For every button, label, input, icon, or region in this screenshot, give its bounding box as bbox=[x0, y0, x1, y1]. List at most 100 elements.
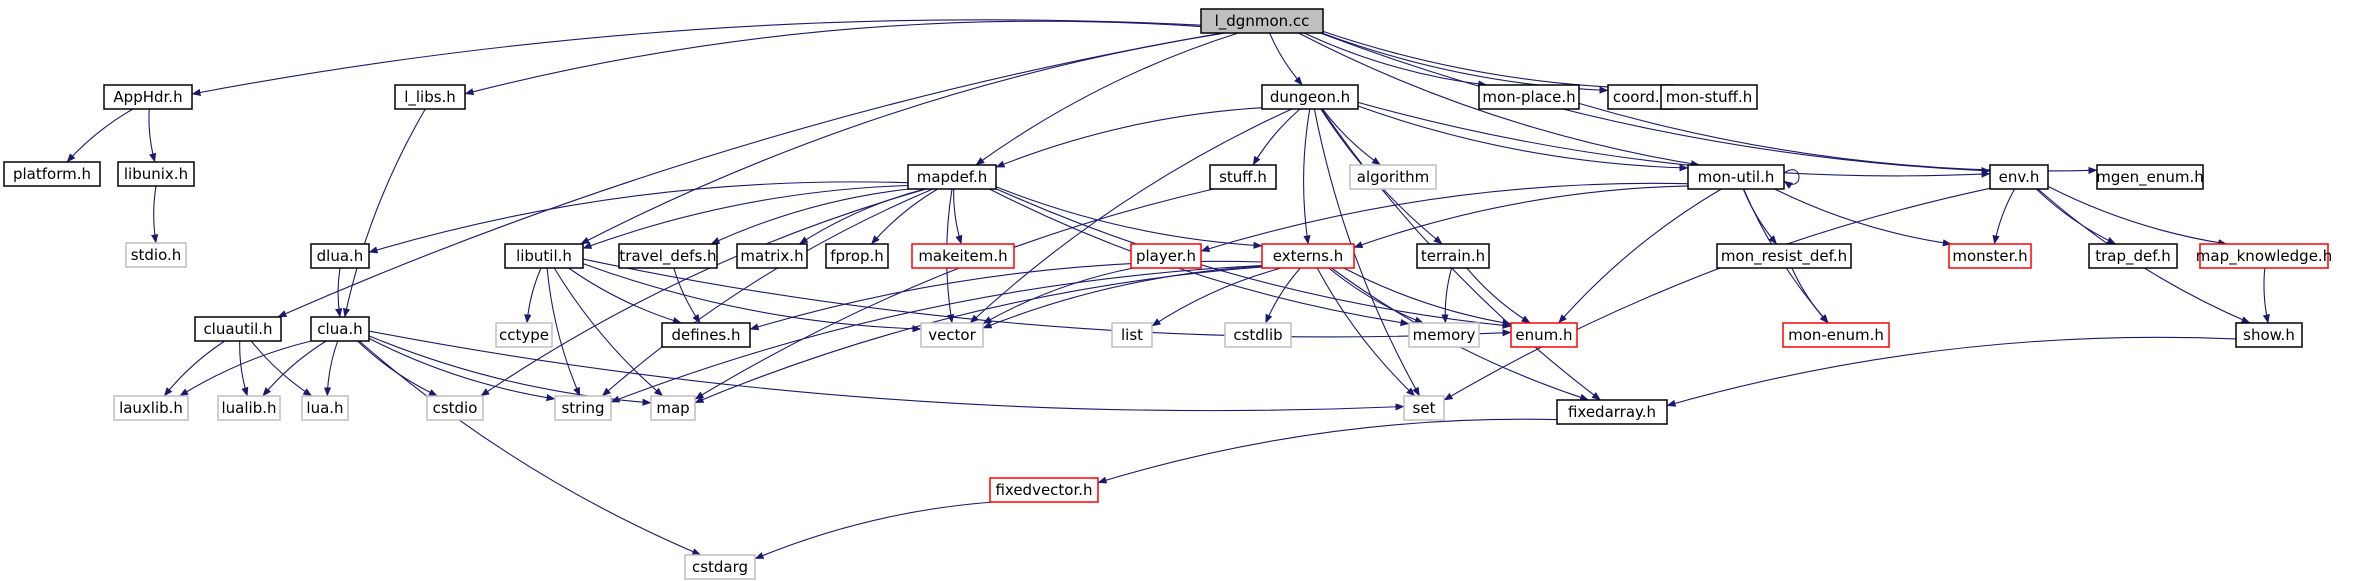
node-label-cctype: cctype bbox=[499, 326, 549, 344]
node-monutil[interactable]: mon-util.h bbox=[1687, 164, 1785, 190]
node-label-monster: monster.h bbox=[1952, 247, 2027, 265]
node-monster[interactable]: monster.h bbox=[1948, 243, 2032, 269]
node-label-fprop: fprop.h bbox=[830, 247, 884, 265]
node-libunix[interactable]: libunix.h bbox=[117, 161, 195, 187]
node-show[interactable]: show.h bbox=[2235, 322, 2303, 348]
node-dlua[interactable]: dlua.h bbox=[310, 243, 370, 269]
edge-env-to-monster bbox=[1992, 188, 2016, 245]
node-label-makeitem: makeitem.h bbox=[918, 247, 1007, 265]
node-box-cctype bbox=[495, 322, 553, 348]
node-label-monenum: mon-enum.h bbox=[1788, 326, 1884, 344]
node-label-player: player.h bbox=[1136, 247, 1196, 265]
node-vector[interactable]: vector bbox=[920, 322, 984, 348]
node-luah[interactable]: lua.h bbox=[301, 395, 349, 421]
node-label-traveldefs: travel_defs.h bbox=[619, 247, 716, 266]
node-monenum[interactable]: mon-enum.h bbox=[1782, 322, 1890, 348]
node-lauxlib[interactable]: lauxlib.h bbox=[113, 395, 189, 421]
node-memory[interactable]: memory bbox=[1408, 322, 1480, 348]
node-label-monstuff: mon-stuff.h bbox=[1666, 88, 1753, 106]
edge-terrain-to-enum bbox=[1466, 267, 1531, 324]
node-label-show: show.h bbox=[2243, 326, 2295, 344]
edge-stuff-to-map bbox=[694, 188, 1214, 400]
node-player[interactable]: player.h bbox=[1130, 243, 1202, 269]
node-label-mapknow: map_knowledge.h bbox=[2196, 247, 2332, 266]
node-box-externs bbox=[1261, 243, 1355, 269]
node-box-mapknow bbox=[2199, 243, 2329, 269]
node-libutil[interactable]: libutil.h bbox=[504, 243, 584, 269]
edge-root-to-apphdr bbox=[191, 19, 1202, 96]
node-platform[interactable]: platform.h bbox=[3, 161, 101, 187]
node-makeitem[interactable]: makeitem.h bbox=[911, 243, 1015, 269]
node-box-trapdef bbox=[2088, 243, 2178, 269]
node-dungeon[interactable]: dungeon.h bbox=[1261, 84, 1359, 110]
edge-externs-to-vector bbox=[982, 265, 1263, 329]
node-apphdr[interactable]: AppHdr.h bbox=[103, 84, 193, 110]
node-cctype[interactable]: cctype bbox=[495, 322, 553, 348]
edge-fixedvector-to-cstdarg bbox=[754, 501, 994, 560]
node-label-root: l_dgnmon.cc bbox=[1215, 12, 1310, 31]
node-matrix[interactable]: matrix.h bbox=[736, 243, 808, 269]
edge-env-to-trapdef bbox=[2035, 188, 2117, 245]
node-label-mapdef: mapdef.h bbox=[917, 168, 988, 186]
node-monresist[interactable]: mon_resist_def.h bbox=[1716, 243, 1852, 269]
node-trapdef[interactable]: trap_def.h bbox=[2088, 243, 2178, 269]
node-box-mapdef bbox=[907, 164, 997, 190]
node-box-lualib bbox=[217, 395, 281, 421]
node-clua[interactable]: clua.h bbox=[310, 316, 370, 342]
edge-root-to-env bbox=[1320, 32, 1991, 175]
node-label-llibs: l_libs.h bbox=[404, 88, 456, 107]
edge-libutil-to-map bbox=[553, 267, 664, 397]
node-box-monster bbox=[1948, 243, 2032, 269]
edge-traveldefs-to-defines bbox=[673, 267, 701, 324]
node-stuff[interactable]: stuff.h bbox=[1209, 164, 1277, 190]
edge-mapdef-to-dlua bbox=[368, 181, 909, 254]
node-cstdio[interactable]: cstdio bbox=[426, 395, 484, 421]
edge-cluautil-to-lualib bbox=[239, 340, 249, 397]
node-cstdlib[interactable]: cstdlib bbox=[1224, 322, 1292, 348]
node-box-monresist bbox=[1716, 243, 1852, 269]
node-cluautil[interactable]: cluautil.h bbox=[194, 316, 282, 342]
node-mgenenum[interactable]: mgen_enum.h bbox=[2096, 164, 2204, 190]
node-label-matrix: matrix.h bbox=[740, 247, 803, 265]
node-fixedarray[interactable]: fixedarray.h bbox=[1556, 399, 1668, 425]
node-monplace[interactable]: mon-place.h bbox=[1478, 84, 1580, 110]
edge-mapknow-to-show bbox=[2262, 267, 2270, 324]
edge-mapdef-to-libutil bbox=[582, 184, 909, 249]
node-cstdarg[interactable]: cstdarg bbox=[684, 554, 756, 580]
node-label-fixedvector: fixedvector.h bbox=[995, 481, 1092, 499]
node-set[interactable]: set bbox=[1403, 395, 1445, 421]
node-externs[interactable]: externs.h bbox=[1261, 243, 1355, 269]
node-stdio[interactable]: stdio.h bbox=[125, 242, 187, 268]
node-label-stuff: stuff.h bbox=[1219, 168, 1267, 186]
node-lualib[interactable]: lualib.h bbox=[217, 395, 281, 421]
node-box-platform bbox=[3, 161, 101, 187]
node-env[interactable]: env.h bbox=[1989, 164, 2049, 190]
node-defines[interactable]: defines.h bbox=[661, 322, 751, 348]
node-monstuff[interactable]: mon-stuff.h bbox=[1660, 84, 1758, 110]
node-box-defines bbox=[661, 322, 751, 348]
node-enum[interactable]: enum.h bbox=[1510, 322, 1578, 348]
node-label-terrain: terrain.h bbox=[1421, 247, 1485, 265]
edge-libutil-to-defines bbox=[568, 267, 682, 324]
node-traveldefs[interactable]: travel_defs.h bbox=[618, 243, 718, 269]
node-llibs[interactable]: l_libs.h bbox=[394, 84, 466, 110]
node-fixedvector[interactable]: fixedvector.h bbox=[989, 477, 1099, 503]
node-mapknow[interactable]: map_knowledge.h bbox=[2196, 243, 2332, 269]
edge-monplace-to-mgenenum bbox=[1578, 102, 2098, 175]
node-fprop[interactable]: fprop.h bbox=[825, 243, 889, 269]
node-map[interactable]: map bbox=[650, 395, 696, 421]
edge-dungeon-to-vector bbox=[969, 108, 1293, 324]
node-list[interactable]: list bbox=[1111, 322, 1153, 348]
node-box-show bbox=[2235, 322, 2303, 348]
node-box-list bbox=[1111, 322, 1153, 348]
edge-clua-to-cstdarg bbox=[358, 340, 702, 556]
node-label-trapdef: trap_def.h bbox=[2095, 247, 2170, 266]
node-label-coord: coord.h bbox=[1613, 88, 1669, 106]
node-box-libunix bbox=[117, 161, 195, 187]
node-root[interactable]: l_dgnmon.cc bbox=[1200, 8, 1324, 34]
node-string[interactable]: string bbox=[554, 395, 612, 421]
node-mapdef[interactable]: mapdef.h bbox=[907, 164, 997, 190]
edge-mapdef-to-traveldefs bbox=[710, 188, 909, 245]
node-algorithm[interactable]: algorithm bbox=[1349, 164, 1437, 190]
node-terrain[interactable]: terrain.h bbox=[1416, 243, 1490, 269]
